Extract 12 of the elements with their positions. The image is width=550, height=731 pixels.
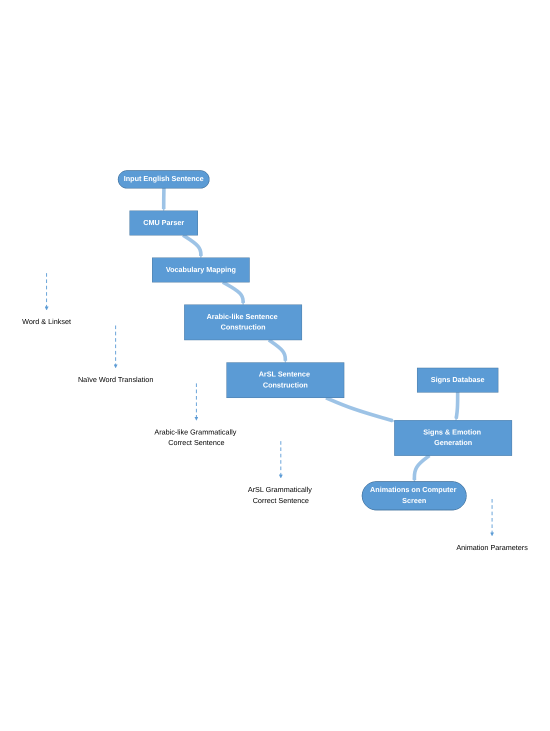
arrow (162, 188, 166, 211)
arrow (222, 280, 246, 305)
arrow (412, 454, 430, 482)
arrow (278, 440, 283, 478)
arrow (182, 234, 203, 258)
arrow (268, 338, 288, 363)
arrow (114, 325, 118, 368)
arrow (454, 392, 460, 421)
arrow (490, 498, 494, 536)
arrow (44, 272, 49, 310)
arrow (194, 382, 198, 421)
arrow (325, 396, 395, 422)
